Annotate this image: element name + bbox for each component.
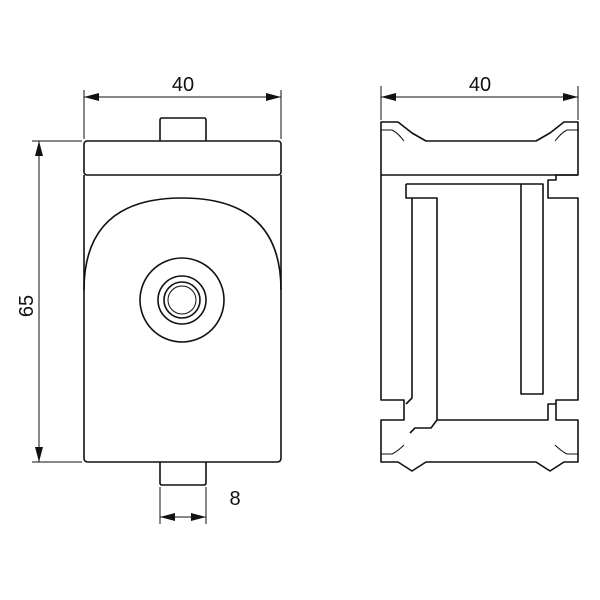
arrowhead-right (266, 93, 281, 101)
side-left-rail (405, 198, 413, 405)
bottom-pin (159, 462, 207, 486)
side-top-flange-left (381, 129, 405, 142)
arrowhead-left (84, 93, 99, 101)
side-bottom-flange-right (554, 444, 578, 455)
arrowhead-left (381, 93, 396, 101)
dimension-side-width: 40 (380, 74, 579, 120)
side-top-flange-right (554, 129, 578, 142)
top-cap (83, 140, 282, 176)
arrowhead-right (191, 513, 206, 521)
side-profile-outline (380, 121, 579, 472)
dimension-label-pin-width: 8 (229, 488, 240, 510)
dimension-front-width: 40 (83, 74, 282, 139)
dimension-label-front-height: 65 (16, 295, 38, 317)
clamp-plate (83, 197, 282, 291)
dimension-label-front-width: 40 (172, 74, 194, 96)
front-view (83, 117, 282, 486)
side-bottom-flange-left (381, 444, 405, 455)
boss-outer (139, 257, 225, 343)
side-view (380, 121, 579, 472)
arrowhead-bottom (35, 447, 43, 462)
boss-middle (157, 275, 207, 325)
side-left-slot (405, 184, 438, 434)
dimension-label-side-width: 40 (469, 74, 491, 96)
top-pin (159, 117, 207, 141)
bolt-hole (163, 281, 201, 319)
side-inner-channel-bottom (437, 403, 556, 421)
arrowhead-top (35, 141, 43, 156)
dimension-front-height: 65 (16, 140, 82, 463)
bolt-thread (167, 285, 197, 315)
arrowhead-left (160, 513, 175, 521)
front-body (83, 175, 282, 463)
side-right-slot (520, 183, 544, 395)
dimension-pin-width: 8 (159, 487, 241, 524)
arrowhead-right (563, 93, 578, 101)
